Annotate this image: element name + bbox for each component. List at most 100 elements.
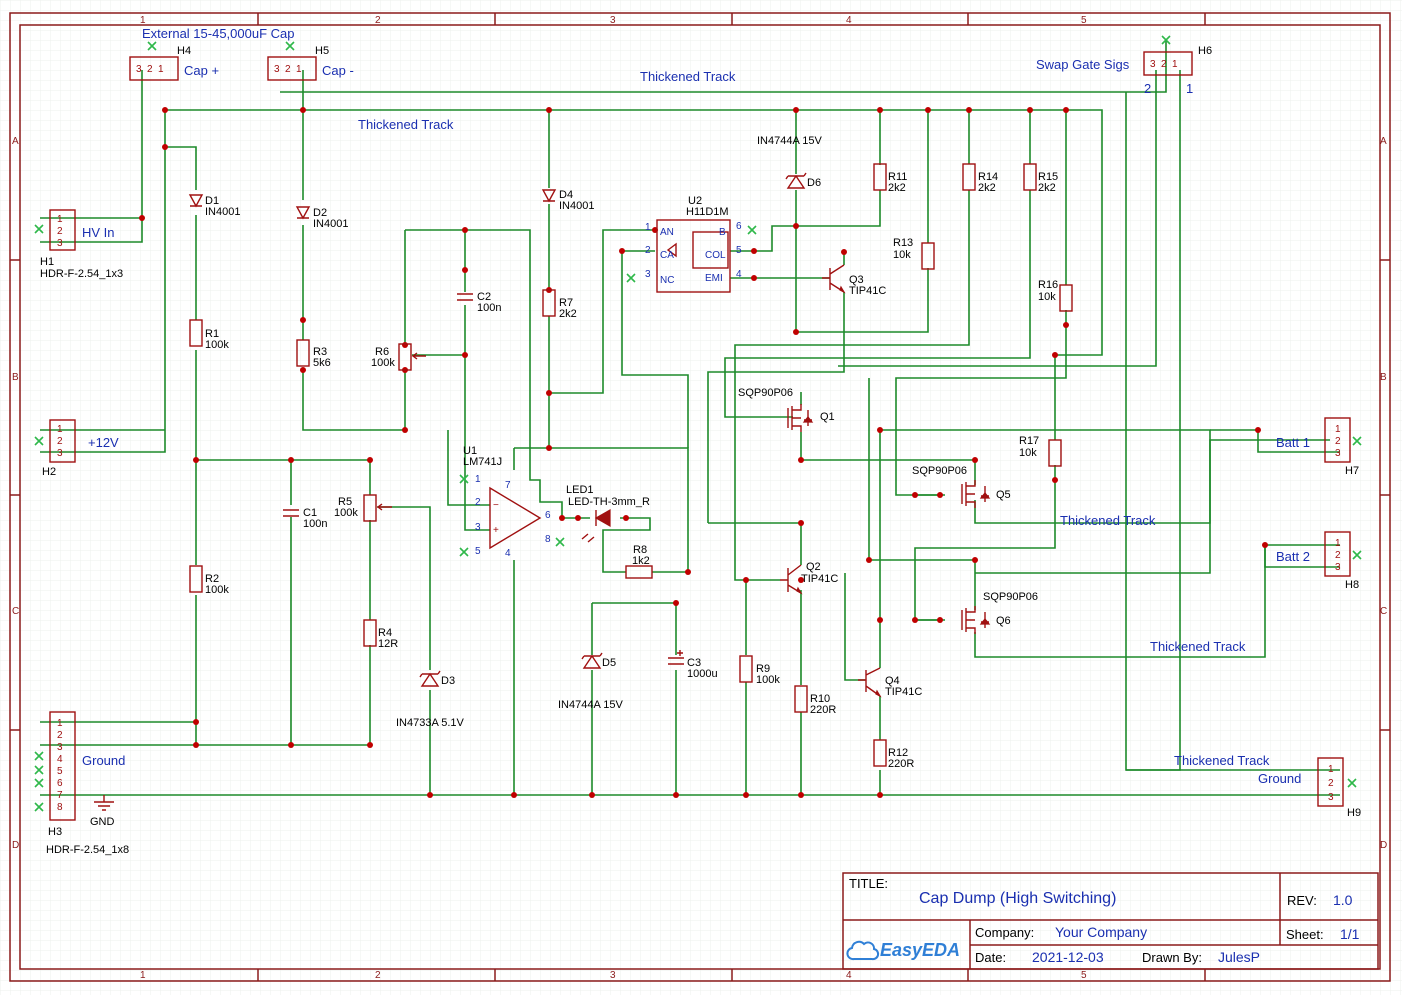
mosfet-Q5[interactable]: SQP90P06 Q5 xyxy=(912,465,1011,508)
optocoupler-U2[interactable]: AN CA NC B COL EMI 123 654 U2 H11D1M xyxy=(645,195,742,293)
header-H2[interactable]: 123 H2 xyxy=(42,419,76,478)
r12-ref: R12 xyxy=(888,747,908,759)
resistor-R13[interactable]: R13 10k xyxy=(893,237,935,270)
capacitor-C1[interactable]: C1 100n xyxy=(283,507,327,530)
title-label: TITLE: xyxy=(849,876,888,891)
svg-text:3: 3 xyxy=(57,742,63,753)
capacitor-C3[interactable]: C3 1000u xyxy=(668,650,718,680)
border-col-4: 4 xyxy=(846,15,852,26)
junction-dot xyxy=(619,248,625,254)
r5-ref: R5 xyxy=(338,496,352,508)
d5-value: IN4744A 15V xyxy=(558,699,623,711)
junction-dot xyxy=(1063,107,1069,113)
resistor-R12[interactable]: R12 220R xyxy=(873,739,914,770)
diode-D1[interactable]: D1 IN4001 xyxy=(188,194,240,218)
zener-D5[interactable]: D5 IN4744A 15V xyxy=(558,652,623,711)
junction-dot xyxy=(623,515,629,521)
border-col-2-bottom: 2 xyxy=(375,970,381,981)
svg-text:1: 1 xyxy=(1172,59,1178,70)
r3-value: 5k6 xyxy=(313,357,331,369)
zener-D6[interactable]: D6 IN4744A 15V xyxy=(757,135,822,189)
resistor-R15[interactable]: R15 2k2 xyxy=(1023,163,1058,194)
border-row-b-right: B xyxy=(1380,372,1387,383)
resistor-R17[interactable]: R17 10k xyxy=(1019,435,1062,467)
junction-dot xyxy=(575,515,581,521)
resistor-R14[interactable]: R14 2k2 xyxy=(962,163,998,194)
junction-dot xyxy=(589,792,595,798)
h3-designator: H3 xyxy=(48,826,62,838)
net-label-thickened-track-5: Thickened Track xyxy=(1174,753,1270,768)
junction-dot xyxy=(427,792,433,798)
potentiometer-R5[interactable]: R5 100k xyxy=(334,494,392,522)
svg-text:3: 3 xyxy=(1150,59,1156,70)
header-H7[interactable]: 123 H7 xyxy=(1324,417,1359,477)
q6-ref: Q6 xyxy=(996,615,1011,627)
r17-value: 10k xyxy=(1019,447,1037,459)
svg-text:6: 6 xyxy=(545,510,551,521)
resistor-R9[interactable]: R9 100k xyxy=(739,655,780,686)
svg-text:4: 4 xyxy=(57,754,63,765)
r15-value: 2k2 xyxy=(1038,182,1056,194)
header-H8[interactable]: 123 H8 xyxy=(1324,531,1359,591)
junction-dot xyxy=(673,600,679,606)
svg-text:3: 3 xyxy=(475,522,481,533)
capacitor-C2[interactable]: C2 100n xyxy=(457,291,501,314)
resistor-R3[interactable]: R3 5k6 xyxy=(296,339,331,369)
led-LED1[interactable]: LED1 LED-TH-3mm_R xyxy=(566,484,650,543)
diode-D2[interactable]: D2 IN4001 xyxy=(295,206,348,230)
resistor-R16[interactable]: R16 10k xyxy=(1038,279,1073,312)
resistor-R8[interactable]: R8 1k2 xyxy=(625,544,653,579)
transistor-Q2[interactable]: Q2 TIP41C xyxy=(780,561,838,595)
svg-text:1: 1 xyxy=(57,424,63,435)
svg-text:5: 5 xyxy=(57,766,63,777)
diode-D4[interactable]: D4 IN4001 xyxy=(541,189,594,212)
r14-ref: R14 xyxy=(978,171,998,183)
r4-value: 12R xyxy=(378,638,398,650)
transistor-Q3[interactable]: Q3 TIP41C xyxy=(822,264,886,297)
header-H9[interactable]: 123 H9 xyxy=(1317,757,1361,819)
transistor-Q4[interactable]: Q4 TIP41C xyxy=(858,667,922,698)
resistor-R7[interactable]: R7 2k2 xyxy=(542,289,577,320)
r9-ref: R9 xyxy=(756,663,770,675)
junction-dot xyxy=(793,107,799,113)
mosfet-Q1[interactable]: SQP90P06 Q1 xyxy=(738,387,835,432)
resistor-R10[interactable]: R10 220R xyxy=(794,685,836,716)
resistor-R1[interactable]: R1 100k xyxy=(189,319,229,351)
h4-designator: H4 xyxy=(177,45,191,57)
junction-dot xyxy=(402,427,408,433)
q3-value: TIP41C xyxy=(849,285,886,297)
header-H1[interactable]: 123 H1 HDR-F-2.54_1x3 xyxy=(40,209,123,280)
date-label: Date: xyxy=(975,950,1006,965)
mosfet-Q6[interactable]: SQP90P06 Q6 xyxy=(961,591,1038,634)
junction-dot xyxy=(402,342,408,348)
junction-dot xyxy=(1063,322,1069,328)
net-label-cap-minus: Cap - xyxy=(322,63,354,78)
u2-value: H11D1M xyxy=(686,206,729,218)
opamp-U1[interactable]: −+ 12 35 74 68 U1 LM741J xyxy=(463,445,551,559)
resistor-R11[interactable]: R11 2k2 xyxy=(873,163,907,194)
svg-text:7: 7 xyxy=(505,480,511,491)
junction-dot xyxy=(559,515,565,521)
zener-D3[interactable]: D3 IN4733A 5.1V xyxy=(396,670,465,729)
title-block: TITLE: Cap Dump (High Switching) REV: 1.… xyxy=(842,872,1379,970)
net-label-thickened-track-1: Thickened Track xyxy=(640,69,736,84)
potentiometer-R6[interactable]: R6 100k xyxy=(371,343,426,371)
r6-value: 100k xyxy=(371,357,395,369)
q5-ref: Q5 xyxy=(996,489,1011,501)
junction-dot xyxy=(673,792,679,798)
junction-dot xyxy=(300,107,306,113)
header-H3[interactable]: 123 456 78 H3 HDR-F-2.54_1x8 xyxy=(46,711,129,856)
resistor-R2[interactable]: R2 100k xyxy=(189,565,229,596)
d6-value: IN4744A 15V xyxy=(757,135,822,147)
junction-dot xyxy=(1052,352,1058,358)
border-col-5-bottom: 5 xyxy=(1081,970,1087,981)
svg-text:5: 5 xyxy=(736,245,742,256)
resistor-R4[interactable]: R4 12R xyxy=(363,619,398,650)
border-col-5: 5 xyxy=(1081,15,1087,26)
svg-text:2: 2 xyxy=(57,226,63,237)
sheet-label: Sheet: xyxy=(1286,927,1324,942)
r8-value: 1k2 xyxy=(632,555,650,567)
